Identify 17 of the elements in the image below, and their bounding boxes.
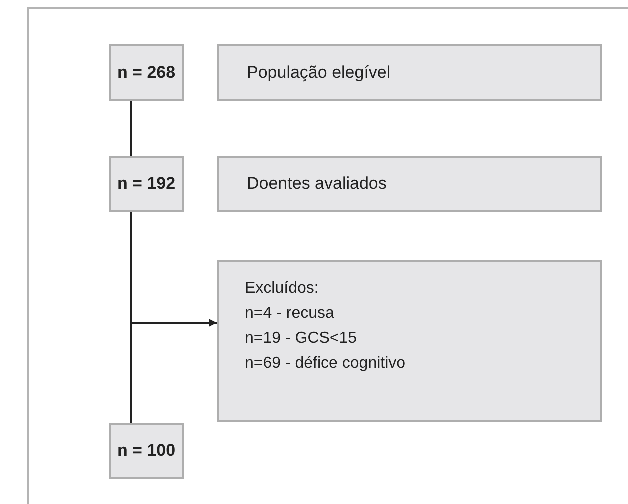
process-box [217, 44, 602, 101]
box-text: n=19 - GCS<15 [245, 329, 358, 349]
process-box [217, 260, 602, 422]
box-text: n = 192 [117, 174, 176, 194]
box-text: Doentes avaliados [247, 174, 387, 194]
box-text: n = 268 [117, 62, 176, 82]
box-heading: Excluídos: [245, 279, 320, 299]
count-box [109, 156, 184, 212]
arrow [130, 212, 217, 327]
count-box [109, 44, 184, 101]
box-text: n=4 - recusa [245, 304, 336, 324]
count-box [109, 423, 184, 479]
process-box [217, 156, 602, 212]
box-text: n=69 - défice cognitivo [245, 354, 407, 374]
box-text: n = 100 [117, 441, 176, 461]
connector-line [130, 101, 132, 156]
box-text: População elegível [247, 62, 391, 82]
